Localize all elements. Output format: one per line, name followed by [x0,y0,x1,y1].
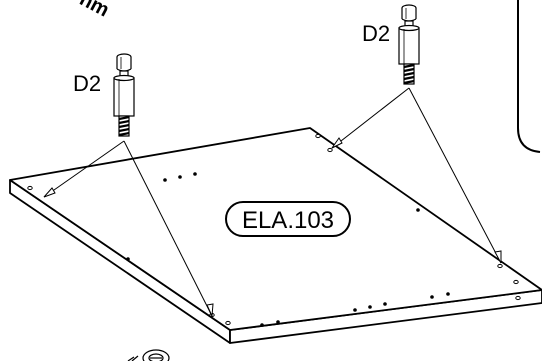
fastener-right-label: D2 [362,21,390,46]
fastener-left [113,53,135,137]
arrowheads [43,137,502,318]
panel-ela-103: ELA.103 [9,127,542,344]
fastener-left-label: D2 [73,71,101,96]
corner-text: nm [76,0,113,22]
guide-lines [43,87,502,317]
panel-code-frame [225,201,351,237]
cabinet-outline [517,0,541,153]
panel-code: ELA.103 [242,207,334,234]
partial-cam-lock [127,349,170,361]
fastener-right [398,4,420,85]
panel-holes [126,172,450,327]
